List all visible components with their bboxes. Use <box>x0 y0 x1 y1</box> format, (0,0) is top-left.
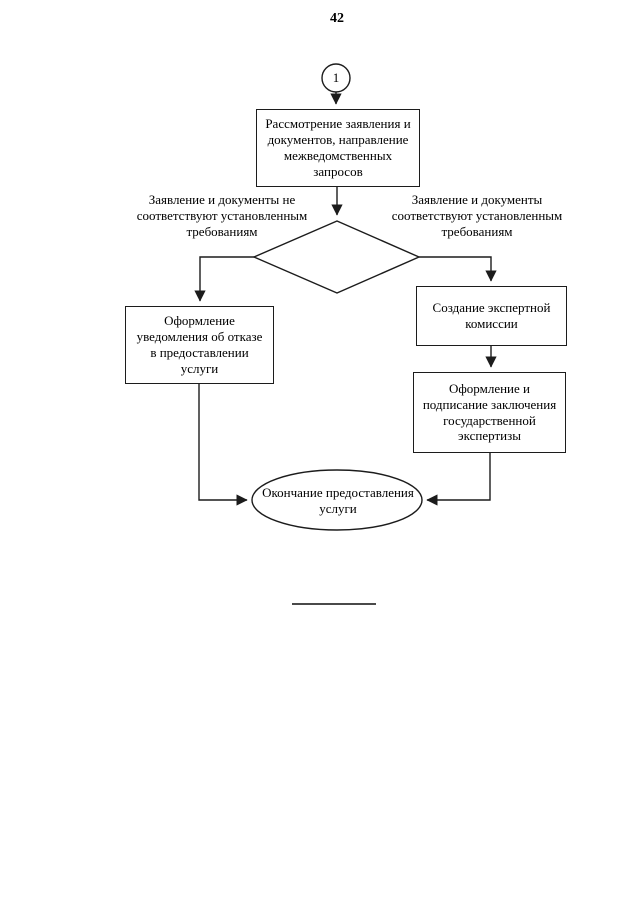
page-number: 42 <box>330 11 344 26</box>
connector-left-box-to-end <box>198 384 248 506</box>
end-ellipse-shape <box>251 469 423 531</box>
conclusion-box-label: Оформление и подписание заключения госуд… <box>422 380 557 444</box>
connector-right-box-2-to-end <box>426 453 491 506</box>
commission-box-label: Создание экспертной комиссии <box>432 300 551 331</box>
refusal-box-label: Оформление уведомления об отказе в предо… <box>136 313 263 376</box>
commission-box: Создание экспертной комиссии <box>416 286 567 346</box>
start-box: Рассмотрение заявления и документов, нап… <box>256 109 420 187</box>
branch-label-no-match: Заявление и документы не соответствуют у… <box>136 192 308 239</box>
decision-diamond <box>252 220 421 294</box>
end-ellipse-label: Окончание предоставления услуги <box>262 485 414 516</box>
connector-circle-label: 1 <box>332 70 340 85</box>
connector-decision-to-right-box-1 <box>419 256 497 282</box>
branch-label-match: Заявление и документы соответствуют уста… <box>391 192 563 239</box>
connector-decision-to-left-box <box>194 256 254 302</box>
refusal-box: Оформление уведомления об отказе в предо… <box>125 306 274 384</box>
start-box-label: Рассмотрение заявления и документов, нап… <box>265 116 411 179</box>
conclusion-box: Оформление и подписание заключения госуд… <box>413 372 566 453</box>
connector-circle-shape <box>321 63 351 93</box>
footnote-rule <box>292 603 376 605</box>
